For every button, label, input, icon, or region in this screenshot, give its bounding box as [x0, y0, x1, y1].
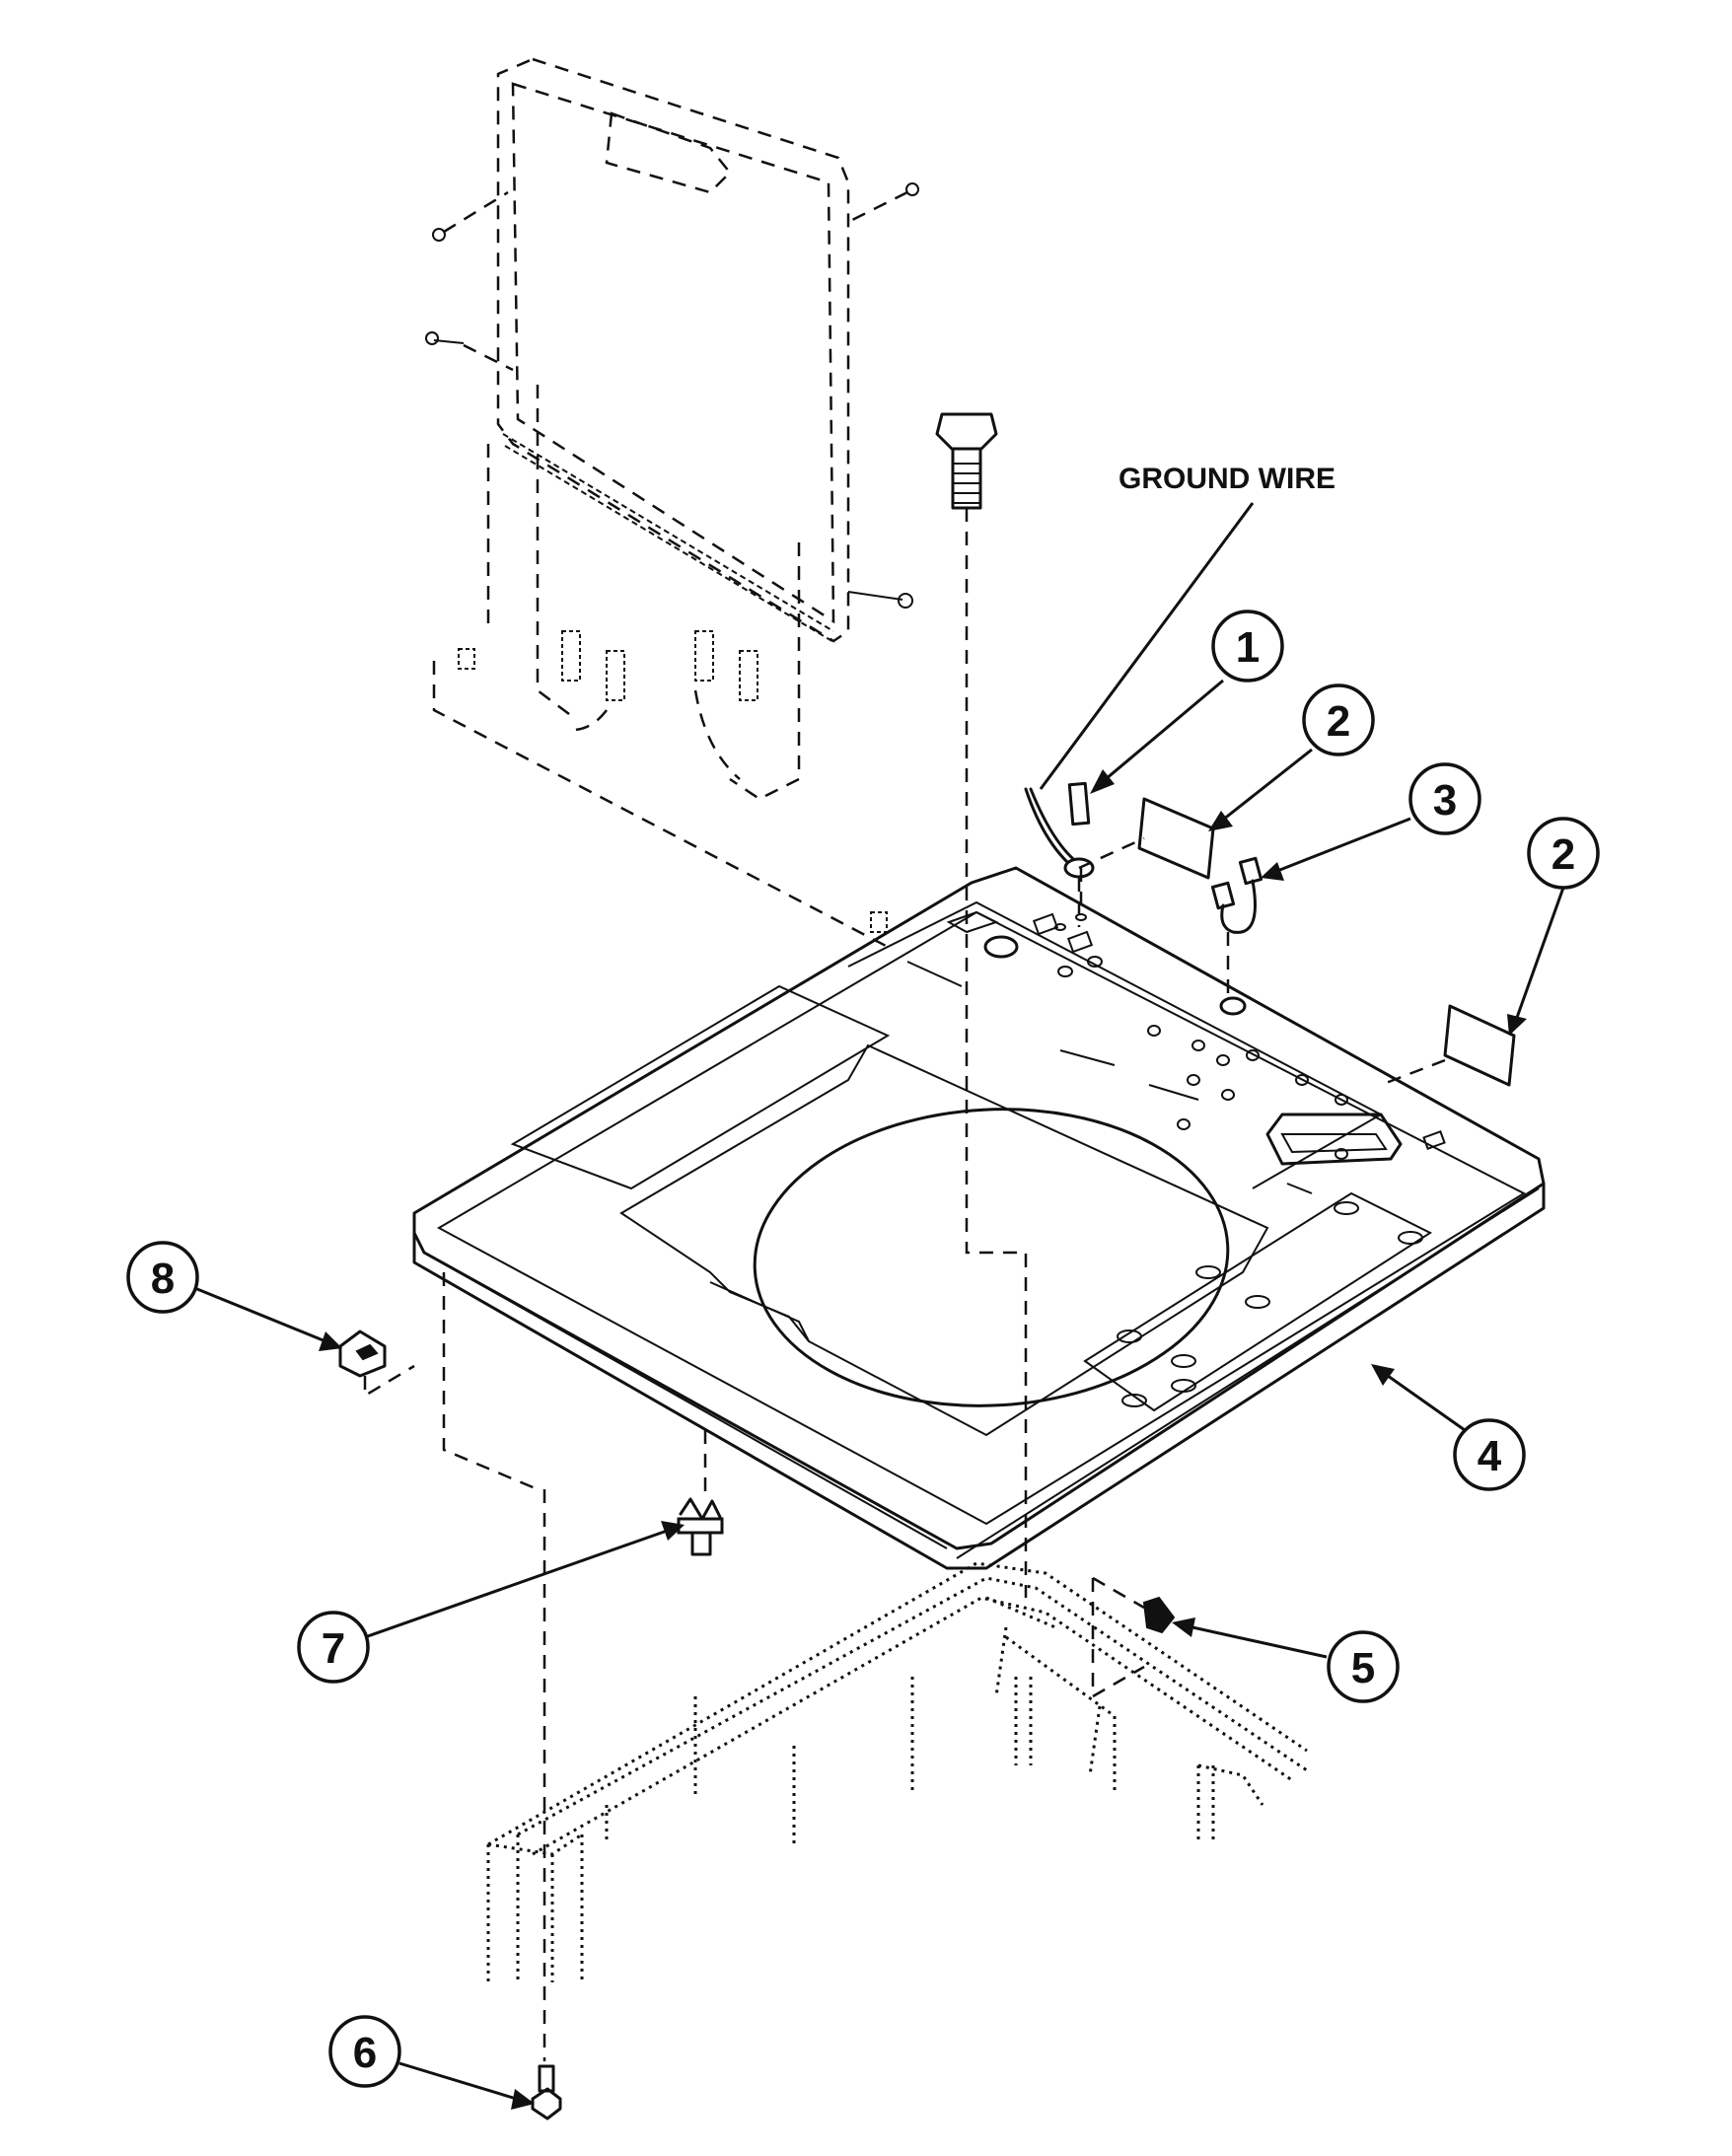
- callout-7: 7: [297, 1611, 370, 1684]
- callout-4: 4: [1453, 1418, 1526, 1491]
- lid-hinges: [458, 630, 888, 933]
- callout-2-right-number: 2: [1552, 830, 1575, 879]
- long-bolt: [935, 412, 1028, 1598]
- callout-4-number: 4: [1478, 1432, 1502, 1480]
- callout-6-number: 6: [353, 2029, 377, 2077]
- cabinet-frame: [486, 1561, 1308, 1982]
- callout-3-number: 3: [1433, 776, 1457, 825]
- fastener-5: [1091, 1576, 1176, 1699]
- top-console: [412, 866, 1546, 1570]
- callout-5: 5: [1327, 1630, 1400, 1703]
- screw-6: [531, 1489, 562, 2120]
- callout-8: 8: [126, 1241, 199, 1314]
- callout-1: 1: [1211, 610, 1284, 683]
- callout-3: 3: [1408, 762, 1481, 835]
- callout-8-number: 8: [151, 1255, 175, 1303]
- label-pad-upper: [1137, 797, 1215, 880]
- screw-and-ground-wire: [1024, 781, 1145, 931]
- label-pad-right: [1443, 1004, 1516, 1087]
- callout-1-number: 1: [1236, 623, 1260, 672]
- clip-8: [338, 1330, 415, 1399]
- callout-5-number: 5: [1351, 1644, 1375, 1692]
- wire-harness: [1210, 856, 1263, 996]
- lid-assembly: [425, 57, 919, 949]
- callout-2-upper-number: 2: [1327, 697, 1350, 746]
- leader-lines: [191, 502, 1565, 2110]
- callout-7-number: 7: [322, 1624, 345, 1673]
- ground-wire-label: GROUND WIRE: [1119, 463, 1335, 495]
- callout-2-upper: 2: [1302, 683, 1375, 756]
- console-holes: [906, 910, 1446, 1407]
- fastener-7: [677, 1430, 724, 1556]
- callout-2-right: 2: [1527, 817, 1600, 890]
- callout-6: 6: [328, 2015, 401, 2088]
